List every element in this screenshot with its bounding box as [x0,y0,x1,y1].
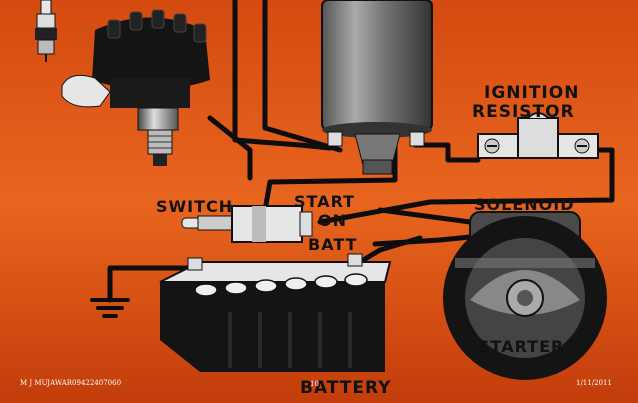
spark-plug-icon [35,0,57,62]
distributor-lower-wire [207,115,253,181]
wiring [107,0,615,303]
battery-positive-cable [357,235,423,265]
starter-motor-icon [443,216,607,380]
switch-label: SWITCH [156,197,233,216]
battery-label: BATTERY [300,378,391,398]
coil-start-wire [262,142,398,213]
footer-page-number: 10 [310,380,319,388]
ignition-resistor-icon [477,112,599,159]
start-label: START [294,192,355,211]
battery-icon [159,253,392,372]
starter-label: STARTER [478,337,564,356]
solenoid-label: SOLENOID [474,195,574,214]
resistor-on-wire [317,147,615,225]
ignition-switch-key-icon [181,205,313,243]
ground-symbol-icon [90,298,130,318]
batt-label: BATT [308,235,358,254]
footer-date: 1/11/2011 [576,379,612,387]
distributor-primary-wire [232,0,333,151]
battery-ground-cable [107,265,193,303]
coil-resistor-wire [412,142,481,163]
footer-author: M J MUJAWAR09422407060 [20,379,122,387]
ignition-coil-icon [321,0,433,175]
ignition-resistor-label-line1: IGNITION [484,83,579,103]
on-label: ON [318,211,347,230]
coil-high-tension-wire [262,0,343,153]
ignition-resistor-label-line2: RESISTOR [472,102,575,122]
distributor-icon [61,9,210,166]
start-solenoid-wire [377,207,473,225]
